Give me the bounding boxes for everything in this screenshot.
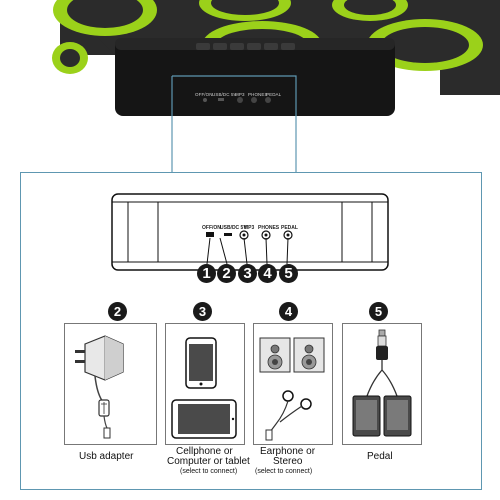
drum-kit-illustration [52, 0, 500, 140]
caption-cellphone-line1: Cellphone or [176, 446, 233, 457]
drum-kit-photo: OFF/ON USB/DC 5V MP3 PHONES PEDAL [0, 0, 500, 140]
drum-pad-icon [199, 0, 291, 21]
bar-label-phones: PHONES [248, 92, 268, 97]
bar-label-mp3: MP3 [235, 92, 245, 97]
callout-lines [171, 140, 297, 172]
accessory-box-usb-adapter [64, 323, 157, 445]
off-on-switch-icon [206, 232, 214, 237]
caption-pedal: Pedal [367, 451, 393, 462]
accessory-badge-3: 3 [193, 302, 212, 321]
port-label-mp3: MP3 [244, 225, 255, 231]
speaker-icon [293, 337, 325, 373]
caption-earphone-line1: Earphone or [260, 446, 316, 457]
port-number-4: 4 [258, 264, 277, 283]
usb-adapter-icon [75, 335, 124, 439]
pedal-icon [352, 329, 412, 437]
bar-label-pedal: PEDAL [266, 92, 282, 97]
drum-pad-icon [52, 42, 88, 74]
accessory-box-pedal [342, 323, 422, 445]
drum-pad-icon [332, 0, 408, 21]
drum-pad-icon [367, 19, 483, 71]
caption-cellphone-note: (select to connect) [180, 468, 238, 475]
port-label-pedal: PEDAL [281, 225, 298, 231]
speaker-bar [115, 38, 395, 116]
connection-diagram-frame [20, 172, 482, 490]
port-number-1: 1 [197, 264, 216, 283]
caption-earphone-note: (select to connect) [255, 468, 313, 475]
usb-port-icon [224, 233, 232, 236]
port-label-usb: USB/DC 5V [220, 225, 247, 231]
speaker-icon [259, 337, 291, 373]
port-number-5: 5 [279, 264, 298, 283]
port-number-2: 2 [217, 264, 236, 283]
earphone-stereo-icon [259, 337, 325, 441]
caption-usb-adapter: Usb adapter [79, 451, 134, 462]
cellphone-tablet-icon [171, 337, 237, 439]
port-label-off-on: OFF/ON [202, 225, 221, 231]
accessory-box-earphone-stereo [253, 323, 333, 445]
port-number-3: 3 [238, 264, 257, 283]
control-buttons [196, 43, 295, 50]
caption-earphone-line2: Stereo [273, 456, 303, 467]
accessory-box-cellphone-tablet [165, 323, 245, 445]
pointer-lines [206, 238, 289, 265]
accessory-badge-5: 5 [369, 302, 388, 321]
port-label-phones: PHONES [258, 225, 280, 231]
bar-label-usb: USB/DC 5V [212, 92, 237, 97]
accessory-badge-2: 2 [108, 302, 127, 321]
bar-label-off-on: OFF/ON [195, 92, 213, 97]
accessory-badge-4: 4 [279, 302, 298, 321]
drum-pad-icon [53, 0, 157, 36]
caption-cellphone-line2: Computer or tablet [167, 456, 250, 467]
